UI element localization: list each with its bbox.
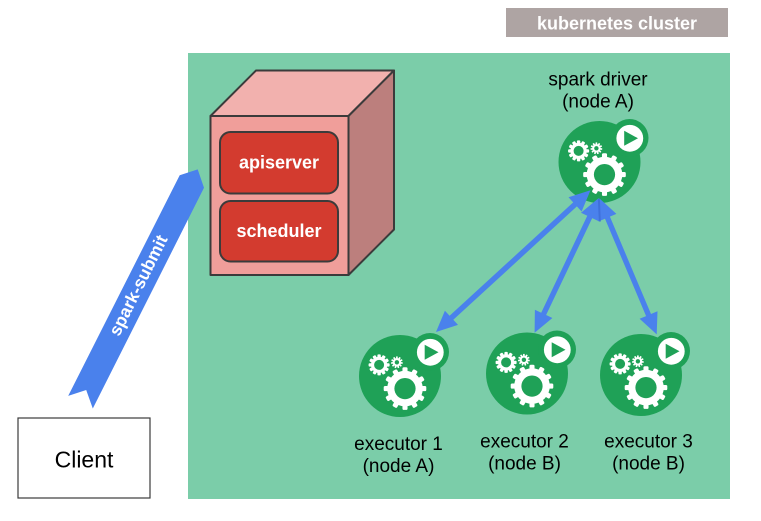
svg-text:spark driver: spark driver (548, 70, 648, 91)
svg-text:apiserver: apiserver (239, 153, 319, 173)
svg-text:(node B): (node B) (488, 454, 561, 475)
svg-text:executor 3: executor 3 (604, 432, 693, 453)
svg-text:scheduler: scheduler (236, 221, 321, 241)
svg-text:kubernetes cluster: kubernetes cluster (537, 14, 697, 34)
svg-text:Client: Client (55, 447, 114, 473)
svg-text:(node B): (node B) (612, 454, 685, 475)
svg-text:executor 1: executor 1 (354, 434, 443, 455)
svg-text:(node A): (node A) (363, 456, 435, 477)
svg-text:(node A): (node A) (562, 91, 634, 112)
svg-text:executor 2: executor 2 (480, 432, 569, 453)
